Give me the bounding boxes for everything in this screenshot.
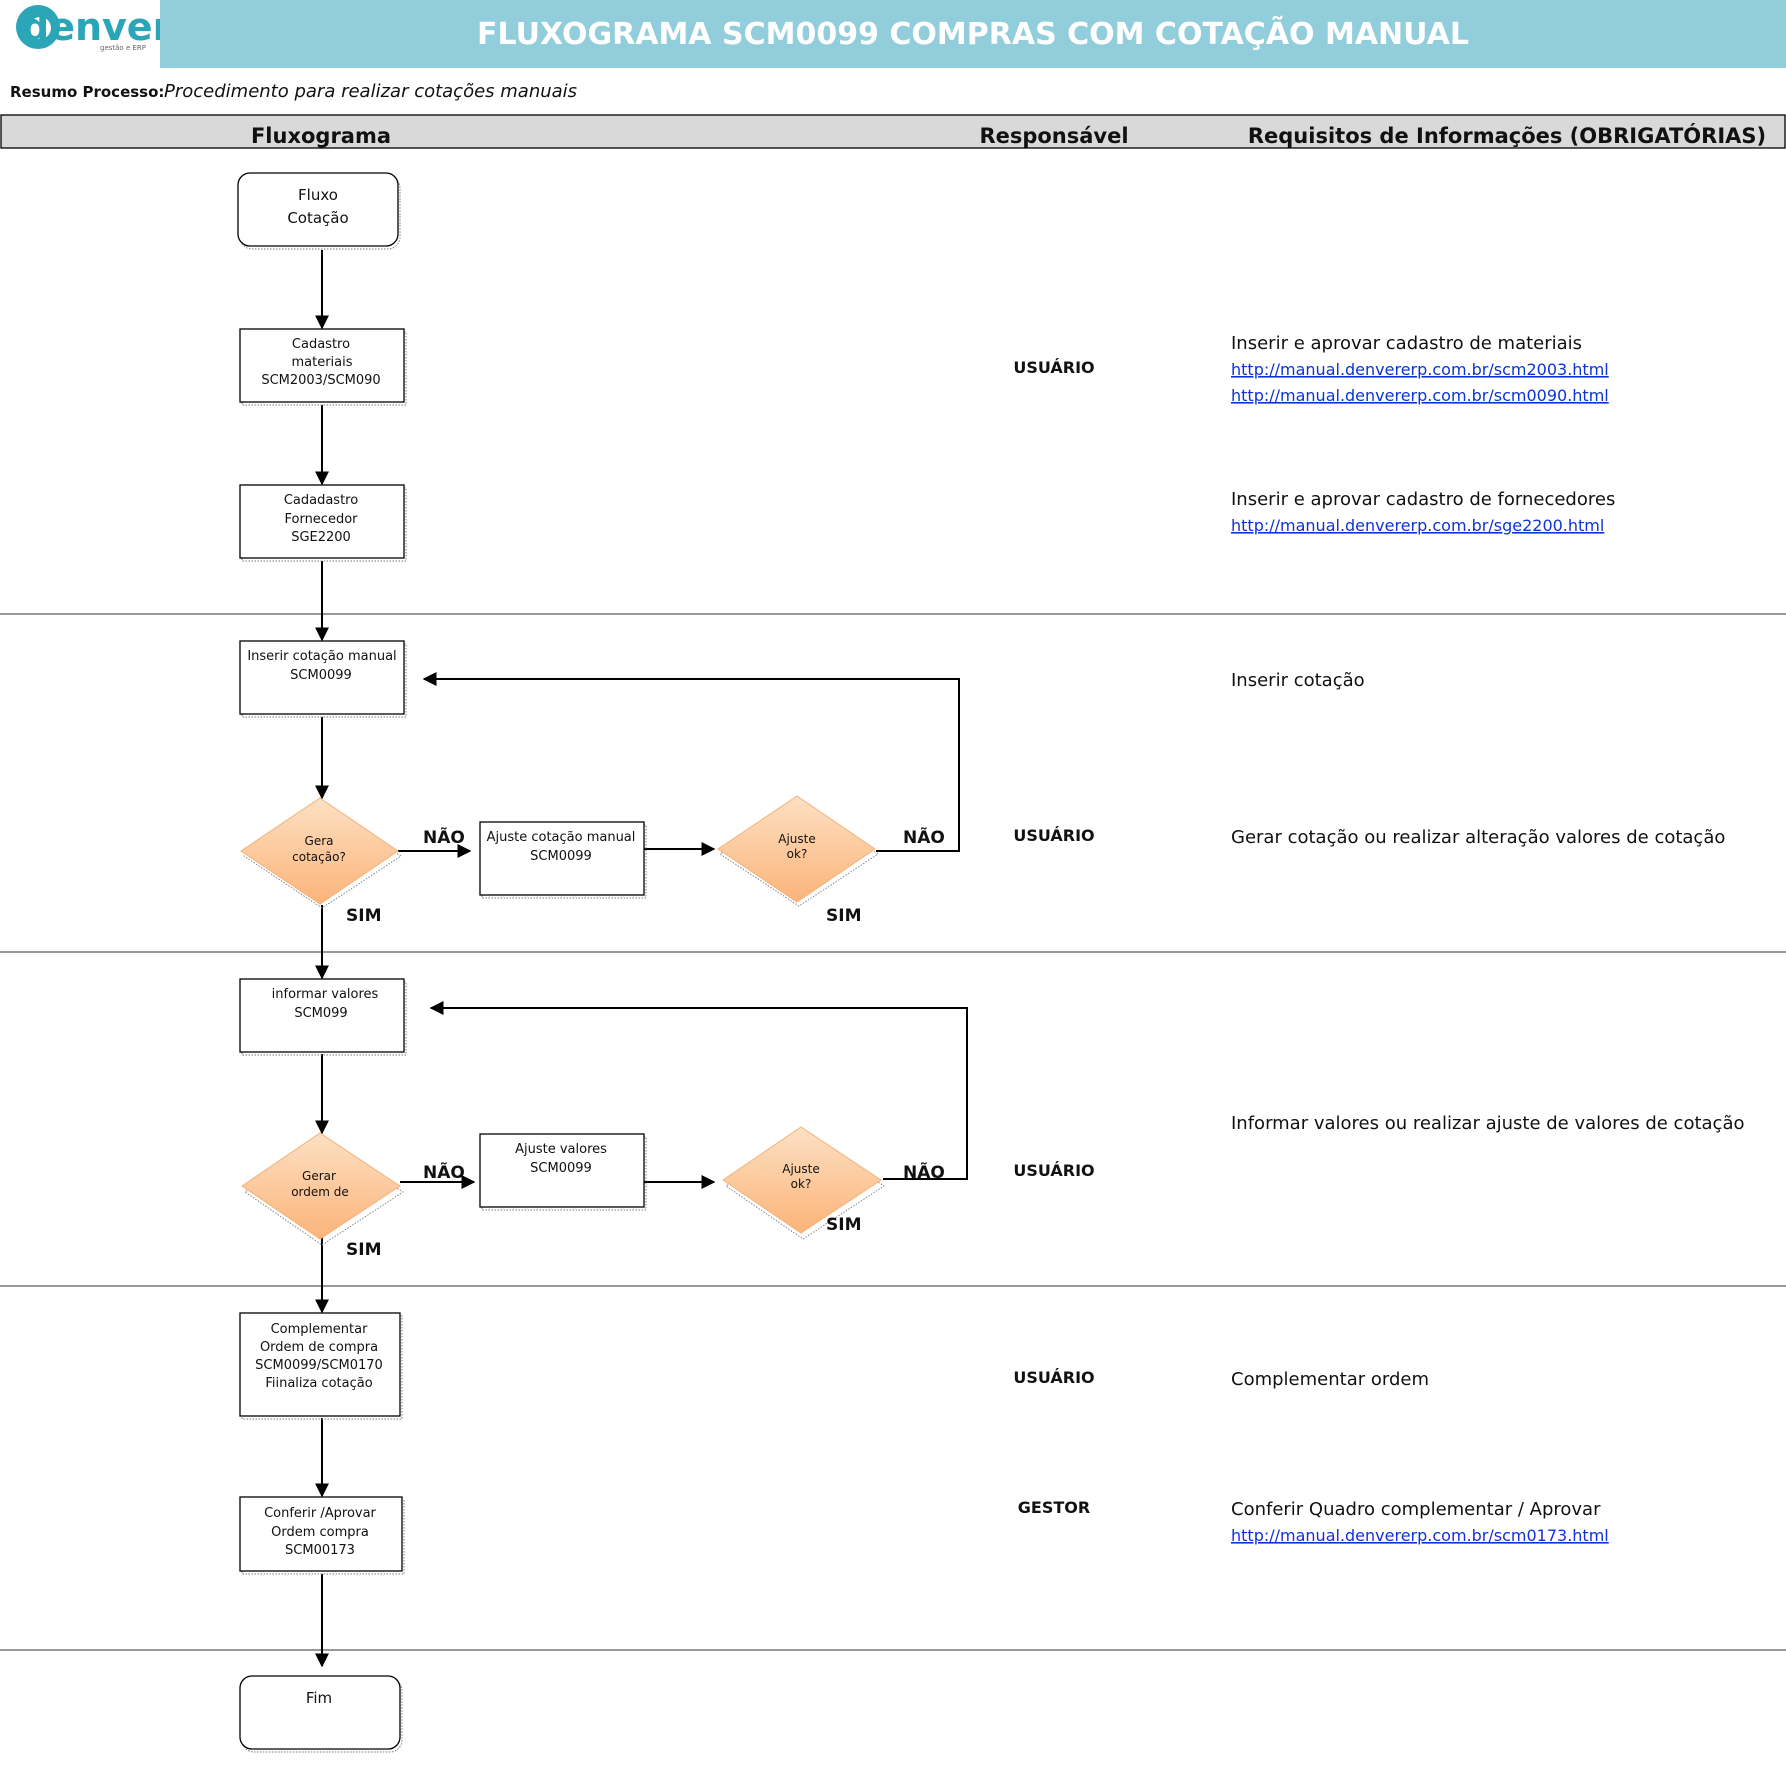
branch-label-nao: NÃO [423,825,465,848]
node-text: ok? [791,1177,812,1191]
process-conferir-aprovar: Conferir /Aprovar Ordem compra SCM00173 [239,1496,405,1575]
decision-ajuste-ok-1: Ajuste ok? [717,795,879,907]
node-text: Fluxo [298,186,338,204]
process-informar-valores: informar valores SCM099 [239,978,407,1056]
requirement-text: Inserir e aprovar cadastro de fornecedor… [1231,489,1615,510]
branch-label-nao: NÃO [903,1160,945,1183]
node-text: Ajuste valores [515,1142,607,1157]
node-text: Ordem compra [271,1525,369,1540]
node-text: cotação? [292,850,346,864]
responsible-role: USUÁRIO [1013,358,1094,377]
node-text: SCM0099 [530,849,592,864]
connectors [315,250,968,1668]
column-header-requirements: Requisitos de Informações (OBRIGATÓRIAS) [1248,123,1766,148]
manual-link[interactable]: http://manual.denvererp.com.br/scm2003.h… [1231,360,1609,379]
node-text: Ordem de compra [260,1340,378,1355]
branch-label-nao: NÃO [423,1160,465,1183]
requirement-text: Inserir e aprovar cadastro de materiais [1231,333,1582,354]
process-ajuste-cotacao: Ajuste cotação manual SCM0099 [479,821,647,899]
decision-gerar-ordem: Gerar ordem de [241,1132,404,1246]
end-node: Fim [239,1675,403,1753]
process-ajuste-valores: Ajuste valores SCM0099 [479,1133,647,1211]
node-text: ok? [787,847,808,861]
manual-link[interactable]: http://manual.denvererp.com.br/scm0173.h… [1231,1526,1609,1545]
decision-ajuste-ok-2: Ajuste ok? [722,1126,885,1240]
column-header-flow: Fluxograma [251,124,391,148]
logo-tagline: gestão e ERP [100,44,146,52]
branch-label-sim: SIM [346,906,382,926]
responsible-role: USUÁRIO [1013,1368,1094,1387]
branch-label-sim: SIM [346,1240,382,1260]
manual-link[interactable]: http://manual.denvererp.com.br/scm0090.h… [1231,386,1609,405]
responsible-role: USUÁRIO [1013,826,1094,845]
decision-gera-cotacao: Gera cotação? [240,797,402,909]
process-complementar-ordem: Complementar Ordem de compra SCM0099/SCM… [239,1312,403,1420]
node-text: SCM0099/SCM0170 [255,1358,383,1373]
requirement-text: Inserir cotação [1231,670,1365,691]
node-text: Ajuste cotação manual [487,830,636,845]
process-cadastro-fornecedor: Cadadastro Fornecedor SGE2200 [239,484,407,562]
page-title: FLUXOGRAMA SCM0099 COMPRAS COM COTAÇÃO M… [477,15,1469,52]
column-header-responsible: Responsável [979,124,1128,148]
node-text: ordem de [291,1185,349,1199]
node-text: Inserir cotação manual [247,649,396,664]
node-text: Fornecedor [284,512,358,527]
column-header-row [0,114,1786,149]
branch-label-nao: NÃO [903,825,945,848]
requirement-text: Informar valores ou realizar ajuste de v… [1231,1113,1745,1134]
branch-label-sim: SIM [826,906,862,926]
summary-label: Resumo Processo: [10,83,164,101]
node-text: Ajuste [782,1162,820,1176]
node-text: SCM00173 [285,1543,355,1558]
node-text: Complementar [271,1322,369,1337]
node-text: Cadadastro [284,493,358,508]
denver-logo: denver gestão e ERP [0,0,172,68]
summary-text: Procedimento para realizar cotações manu… [164,81,577,102]
node-text: Cadastro [292,337,350,352]
branch-label-sim: SIM [826,1215,862,1235]
manual-link[interactable]: http://manual.denvererp.com.br/sge2200.h… [1231,516,1604,535]
node-text: Gerar [302,1169,336,1183]
process-cadastro-materiais: Cadastro materiais SCM2003/SCM090 [239,328,407,406]
requirement-text: Conferir Quadro complementar / Aprovar [1231,1499,1601,1520]
start-node: Fluxo Cotação [237,172,401,250]
title-bar [160,0,1786,68]
responsible-role: GESTOR [1018,1498,1090,1517]
node-text: Cotação [287,209,348,227]
node-text: SCM0099 [530,1161,592,1176]
node-text: Gera [305,834,334,848]
node-text: SGE2200 [291,530,351,545]
requirement-text: Gerar cotação ou realizar alteração valo… [1231,827,1725,848]
process-inserir-cotacao: Inserir cotação manual SCM0099 [239,640,407,718]
logo-text: denver [22,5,172,49]
node-text: SCM0099 [290,668,352,683]
node-text: Conferir /Aprovar [264,1506,376,1521]
responsible-role: USUÁRIO [1013,1161,1094,1180]
node-text: Fim [306,1689,332,1707]
node-text: Ajuste [778,832,816,846]
requirement-text: Complementar ordem [1231,1369,1429,1390]
node-text: informar valores [272,987,379,1002]
node-text: materiais [291,355,352,370]
node-text: SCM2003/SCM090 [261,373,380,388]
node-text: Fiinaliza cotação [265,1376,372,1391]
node-text: SCM099 [294,1006,347,1021]
